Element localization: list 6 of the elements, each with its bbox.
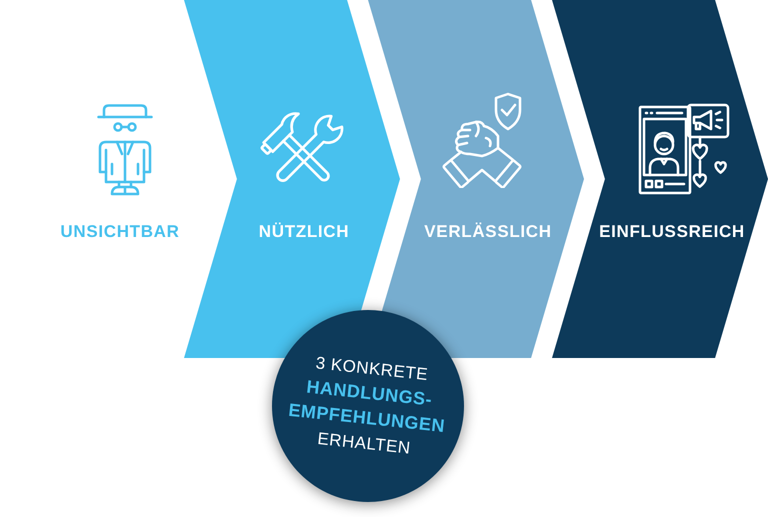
stage-label: NÜTZLICH (258, 222, 350, 242)
stage-label: UNSICHTBAR (60, 222, 180, 242)
stage-label: VERLÄSSLICH (424, 222, 552, 242)
chevron-step (552, 0, 768, 358)
badge-text: 3 KONKRETE HANDLUNGS- EMPFEHLUNGEN ERHALTEN (286, 352, 447, 460)
stage-label: EINFLUSSREICH (599, 222, 745, 242)
